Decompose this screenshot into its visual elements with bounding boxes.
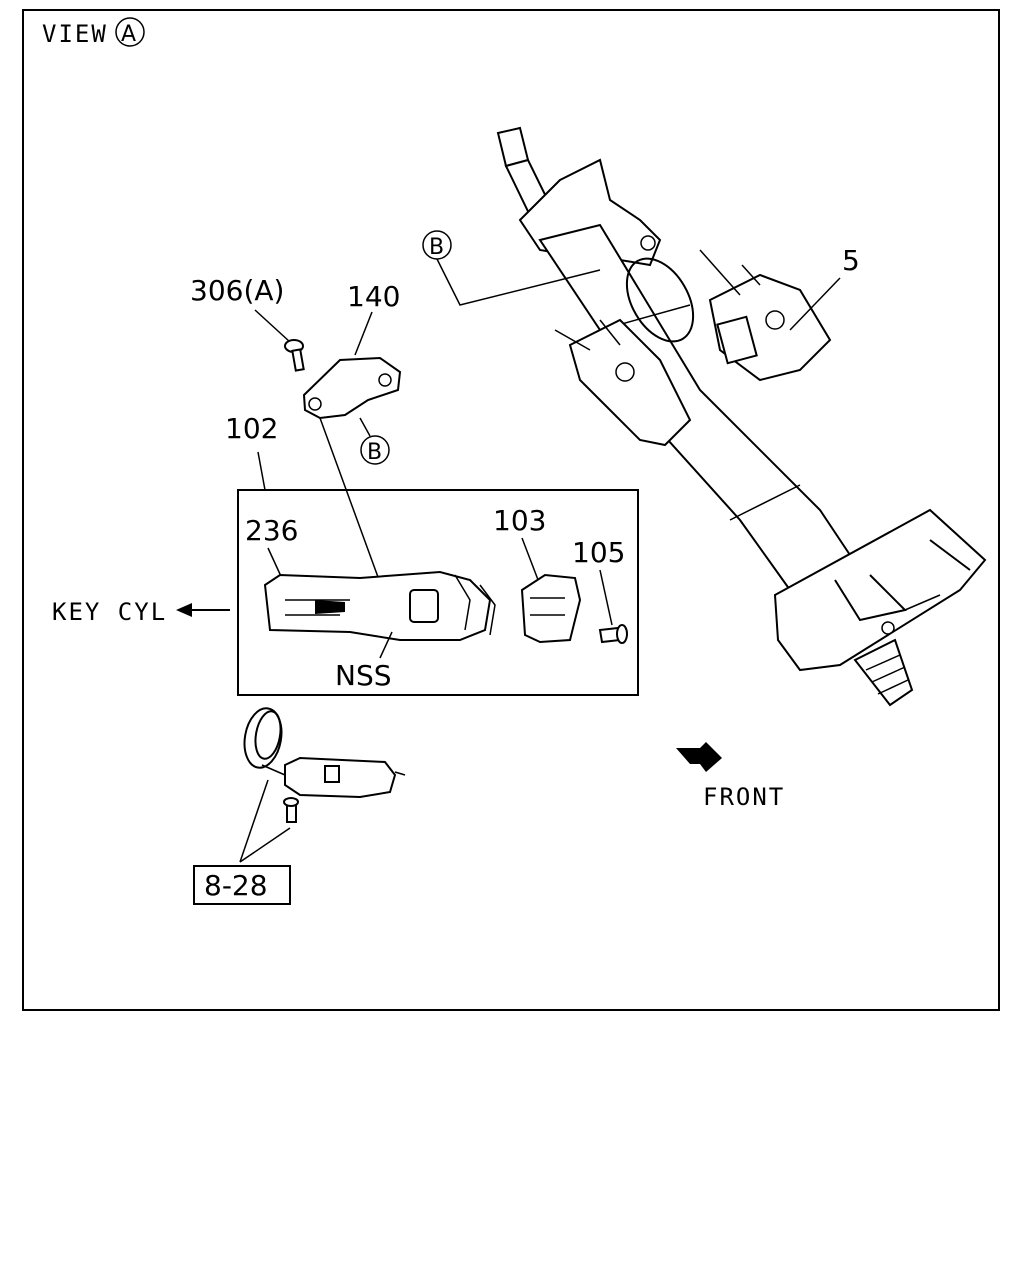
callout-140: 140 bbox=[347, 280, 400, 313]
view-marker: A bbox=[121, 22, 136, 47]
callout-5: 5 bbox=[842, 244, 860, 277]
steering-column bbox=[496, 126, 987, 707]
callout-nss: NSS bbox=[335, 659, 392, 692]
view-label: VIEW bbox=[42, 20, 108, 48]
reference-box bbox=[193, 865, 291, 905]
screw-306a bbox=[284, 339, 305, 372]
callout-306a: 306(A) bbox=[190, 274, 284, 307]
screw-105 bbox=[598, 624, 628, 644]
marker-b-top: B bbox=[429, 235, 444, 260]
callout-236: 236 bbox=[245, 514, 298, 547]
marker-b-bracket-circle bbox=[360, 435, 390, 465]
front-label: FRONT bbox=[703, 783, 785, 811]
switch-103 bbox=[520, 573, 582, 644]
diagram-frame bbox=[22, 9, 1000, 1011]
view-marker-circle bbox=[115, 17, 145, 47]
callout-105: 105 bbox=[572, 536, 625, 569]
key-cylinder-ring-assembly bbox=[243, 707, 406, 823]
key-cyl-label: KEY CYL bbox=[52, 598, 167, 626]
reference-label: 8-28 bbox=[204, 869, 268, 902]
assembly-box-102 bbox=[237, 489, 639, 696]
marker-b-bracket: B bbox=[367, 440, 382, 465]
callout-103: 103 bbox=[493, 504, 546, 537]
bracket-140 bbox=[302, 356, 402, 420]
lock-housing-236 bbox=[263, 570, 496, 641]
callout-102: 102 bbox=[225, 412, 278, 445]
front-arrow bbox=[676, 742, 722, 772]
